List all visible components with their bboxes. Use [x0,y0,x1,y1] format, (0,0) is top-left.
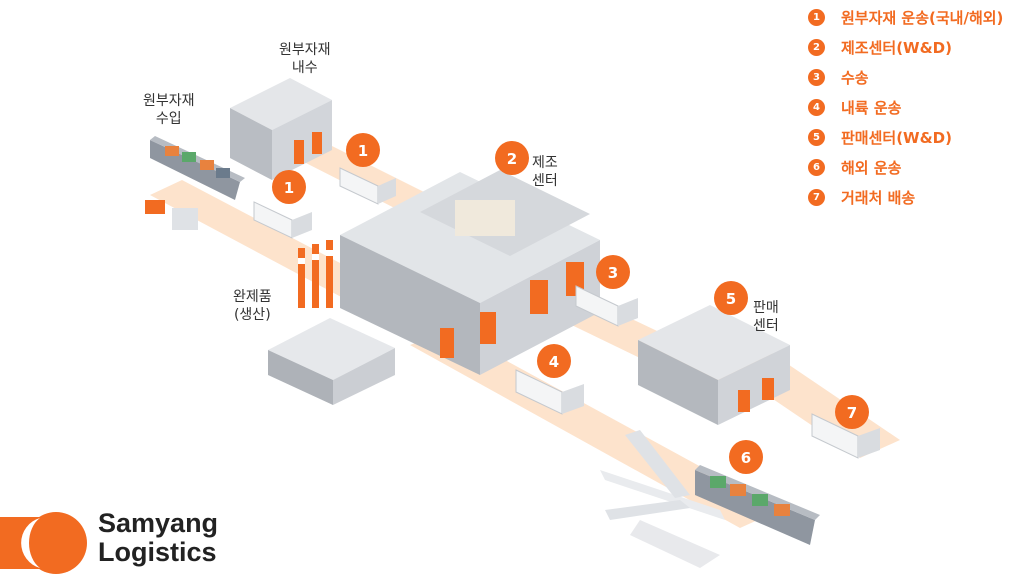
label-manufacturing-line2: 센터 [532,173,558,189]
legend-num-7: 7 [808,188,825,206]
marker-7: 7 [835,395,869,429]
marker-1-domestic: 1 [346,133,380,167]
domestic-supply-warehouse [230,78,332,180]
legend-num-1: 1 [808,8,825,26]
legend-num-2: 2 [808,38,825,56]
import-cargo-ship [145,136,245,230]
export-airplane [600,430,725,568]
truck-3 [575,285,638,327]
legend-num-6: 6 [808,158,825,176]
truck-1a [253,201,312,239]
truck-1b [339,167,396,205]
marker-1-domestic-label: 1 [358,142,368,160]
legend-text-2: 제조센터(W&D) [841,38,952,57]
marker-5: 5 [714,281,748,315]
manufacturing-center [340,170,600,375]
samyang-logistics-logo: Samyang Logistics [98,509,218,567]
label-finished-goods-line1: 완제품 [233,289,272,305]
legend-item-3: 3 수송 [808,62,1003,92]
label-supply-import-line2: 수입 [155,111,182,127]
samyang-circle-logo-icon [0,512,87,574]
label-supply-import-line1: 원부자재 [143,93,195,109]
label-sales-center-line2: 센터 [753,318,779,334]
legend-item-7: 7 거래처 배송 [808,182,1003,212]
legend-text-5: 판매센터(W&D) [841,128,952,147]
marker-1-import: 1 [272,170,306,204]
label-supply-domestic-line1: 원부자재 [279,42,331,58]
legend-text-1: 원부자재 운송(국내/해외) [841,8,1004,27]
marker-2-label: 2 [507,150,517,168]
legend-item-6: 6 해외 운송 [808,152,1003,182]
marker-1-import-label: 1 [284,179,294,197]
legend-text-7: 거래처 배송 [841,188,916,207]
label-sales-center-line1: 판매 [753,300,779,316]
legend-num-5: 5 [808,128,825,146]
export-cargo-ship [695,465,820,545]
marker-4-label: 4 [549,353,559,371]
legend-text-3: 수송 [841,68,869,87]
legend-item-1: 1 원부자재 운송(국내/해외) [808,2,1003,32]
marker-2: 2 [495,141,529,175]
marker-7-label: 7 [847,404,857,422]
marker-4: 4 [537,344,571,378]
route-mfg-to-export [410,330,780,528]
logo-line1: Samyang [98,508,219,538]
legend-num-4: 4 [808,98,825,116]
label-sales-center: 판매 센터 [753,299,779,335]
label-manufacturing-center: 제조 센터 [532,154,558,190]
marker-3: 3 [596,255,630,289]
marker-6-label: 6 [741,449,751,467]
label-finished-goods: 완제품 (생산) [233,288,272,324]
legend-item-4: 4 내륙 운송 [808,92,1003,122]
label-supply-import: 원부자재 수입 [143,92,195,128]
truck-4 [515,369,584,415]
label-manufacturing-line1: 제조 [532,155,558,171]
legend-text-6: 해외 운송 [841,158,902,177]
legend-item-2: 2 제조센터(W&D) [808,32,1003,62]
legend-num-3: 3 [808,68,825,86]
logo-line2: Logistics [98,537,217,567]
marker-3-label: 3 [608,264,618,282]
finished-goods-factory [268,240,395,405]
label-finished-goods-line2: (생산) [233,307,271,323]
marker-6: 6 [729,440,763,474]
sales-center-warehouse [638,305,790,425]
label-supply-domestic: 원부자재 내수 [279,41,331,77]
legend-text-4: 내륙 운송 [841,98,902,117]
legend-item-5: 5 판매센터(W&D) [808,122,1003,152]
route-markers: 1 1 2 3 4 5 6 7 [272,133,869,474]
marker-5-label: 5 [726,290,736,308]
truck-7 [811,413,880,459]
label-supply-domestic-line2: 내수 [291,60,318,76]
